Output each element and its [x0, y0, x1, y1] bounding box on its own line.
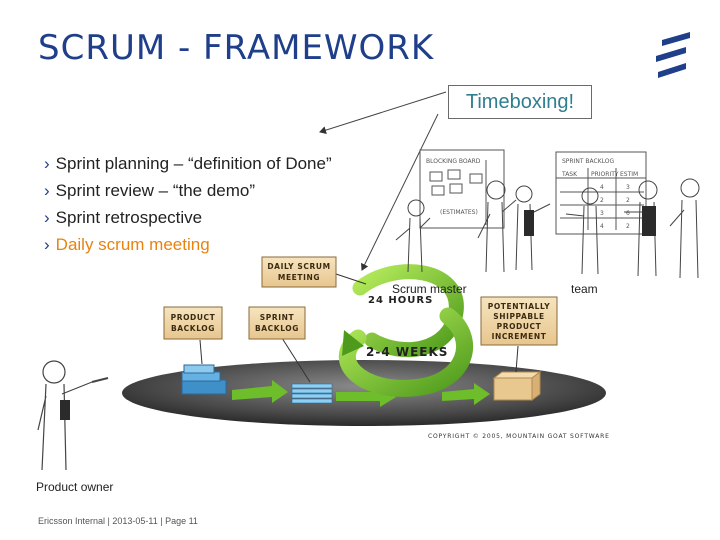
connector-sprint-backlog: [281, 337, 311, 383]
flow-arrow-1: [232, 380, 288, 403]
blocking-board-sketch: [419, 149, 505, 229]
bullet-text: Sprint planning – “definition of Done”: [55, 154, 332, 173]
bullet-text: Daily scrum meeting: [55, 235, 210, 254]
team-figures-sketch: [395, 178, 700, 279]
cycle-2-4-weeks: 2-4 WEEKS: [366, 345, 448, 359]
bullet-text: Sprint review – “the demo”: [55, 181, 256, 200]
board2-header-task: TASK: [561, 171, 578, 178]
ericsson-logo-icon: [656, 32, 690, 78]
board2-header-priority: PRIORITY: [591, 171, 619, 178]
increment-line4: INCREMENT: [492, 332, 547, 341]
daily-scrum-line1: DAILY SCRUM: [267, 262, 330, 271]
sprint-backlog-line2: BACKLOG: [255, 324, 299, 333]
board1-title: BLOCKING BOARD: [426, 158, 481, 165]
board2-estim-3: 6: [626, 210, 630, 217]
scrum-master-label: Scrum master: [392, 282, 467, 296]
chevron-right-icon: ›: [44, 154, 50, 173]
connector-product-backlog: [199, 339, 203, 365]
footer: Ericsson Internal | 2013-05-11 | Page 11: [38, 516, 198, 526]
product-backlog-stack: [181, 364, 227, 395]
product-owner-figure-sketch: [37, 360, 109, 471]
product-backlog-line1: PRODUCT: [171, 313, 216, 322]
timeboxing-callout: Timeboxing!: [448, 85, 592, 119]
bullet-sprint-planning: › Sprint planning – “definition of Done”: [44, 150, 332, 177]
chevron-right-icon: ›: [44, 181, 50, 200]
bullet-sprint-review: › Sprint review – “the demo”: [44, 177, 332, 204]
increment-line2: SHIPPABLE: [493, 312, 545, 321]
board2-priority-1: 4: [600, 184, 604, 191]
sprint-backlog-line1: SPRINT: [260, 313, 295, 322]
board2-header-estim: ESTIM: [620, 171, 638, 178]
bullet-text: Sprint retrospective: [55, 208, 203, 227]
board2-priority-2: 2: [600, 197, 604, 204]
bullet-sprint-retrospective: › Sprint retrospective: [44, 204, 332, 231]
team-shirts: [524, 206, 656, 236]
increment-box-label: POTENTIALLY SHIPPABLE PRODUCT INCREMENT: [480, 296, 558, 346]
bullet-list: ›Sprint planning – “definition of Done” …: [44, 150, 332, 258]
board2-priority-4: 4: [600, 223, 604, 230]
daily-scrum-box: DAILY SCRUM MEETING: [261, 256, 337, 288]
bullet-daily-scrum: › Daily scrum meeting: [44, 231, 332, 258]
copyright-text: COPYRIGHT © 2005, MOUNTAIN GOAT SOFTWARE: [428, 433, 610, 440]
board2-estim-4: 2: [626, 223, 630, 230]
connector-daily-scrum: [335, 273, 367, 285]
product-backlog-box: PRODUCT BACKLOG: [163, 306, 223, 340]
board2-estim-1: 3: [626, 184, 630, 191]
product-backlog-line2: BACKLOG: [171, 324, 215, 333]
cycle-arrow-head: [342, 330, 364, 356]
increment-line1: POTENTIALLY: [488, 302, 551, 311]
board1-note: (ESTIMATES): [440, 209, 478, 216]
sprint-backlog-board-sketch: [555, 151, 647, 235]
connector-increment: [515, 345, 519, 373]
page-title: SCRUM - FRAMEWORK: [38, 28, 435, 68]
timeboxing-pointer-to-daily-scrum: [361, 113, 439, 271]
board2-priority-3: 3: [600, 210, 604, 217]
team-label: team: [571, 282, 598, 296]
board2-estim-2: 2: [626, 197, 630, 204]
cycle-24-hours: 24 HOURS: [368, 295, 433, 306]
chevron-right-icon: ›: [44, 235, 50, 254]
sprint-backlog-box: SPRINT BACKLOG: [248, 306, 306, 340]
board2-title: SPRINT BACKLOG: [562, 158, 615, 165]
product-owner-label: Product owner: [36, 480, 114, 494]
chevron-right-icon: ›: [44, 208, 50, 227]
increment-line3: PRODUCT: [497, 322, 542, 331]
sprint-cycle-loop: [338, 307, 473, 397]
product-increment-box: [492, 371, 542, 401]
sprint-backlog-stack: [291, 383, 333, 404]
daily-scrum-line2: MEETING: [278, 273, 320, 282]
flow-arrow-3: [442, 383, 490, 405]
timeboxing-pointer-to-list: [319, 91, 447, 134]
